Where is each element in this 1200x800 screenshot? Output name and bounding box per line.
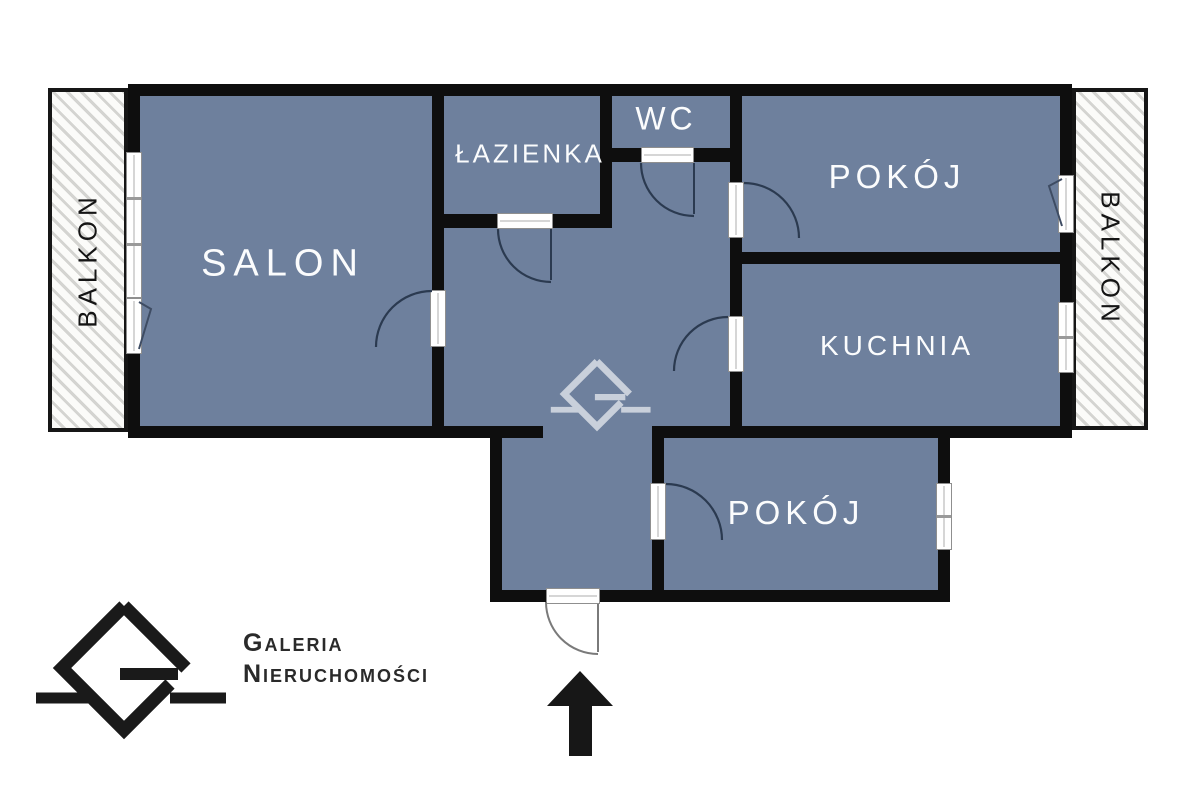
- door-room-bottom-opening: [650, 483, 666, 540]
- room-label-salon: SALON: [201, 242, 365, 285]
- room-label-kitchen: KUCHNIA: [819, 330, 975, 361]
- balcony-right-label: BALKON: [1095, 191, 1126, 327]
- window-mullion: [127, 243, 141, 246]
- window-mullion: [127, 197, 141, 200]
- window-kitchen: [1058, 302, 1074, 373]
- door-wc-opening: [641, 147, 694, 163]
- wall-top: [128, 84, 1072, 96]
- wall-bathroom-wc-divider: [600, 96, 612, 228]
- brand-line1: Galeria: [243, 629, 344, 657]
- wall-salon-right: [432, 96, 444, 426]
- entrance-arrow-icon: [547, 671, 613, 756]
- balcony-door-left-frame: [126, 298, 142, 354]
- balcony-door-right-frame: [1058, 175, 1074, 233]
- door-bathroom-opening: [497, 213, 553, 229]
- room-label-room-top: POKÓJ: [828, 158, 966, 195]
- brand-line2: Nieruchomości: [243, 660, 430, 688]
- balcony-left-label: BALKON: [72, 192, 103, 328]
- brand-logo-mark: [36, 606, 226, 730]
- wall-hall-right: [730, 96, 742, 426]
- window-room-bottom: [936, 483, 952, 550]
- balcony-left: BALKON: [48, 88, 128, 432]
- entrance-door-opening: [546, 588, 600, 604]
- window-salon-balcony: [126, 152, 142, 298]
- wall-bottom-main-left: [128, 426, 543, 438]
- window-mullion: [937, 515, 951, 518]
- wall-room-kitchen-divider: [742, 252, 1060, 264]
- room-label-room-bottom: POKÓJ: [727, 494, 865, 531]
- room-label-wc: WC: [635, 100, 697, 137]
- balcony-right: BALKON: [1072, 88, 1148, 430]
- brand-text: Galeria Nieruchomości: [243, 628, 429, 690]
- window-mullion: [1059, 336, 1073, 339]
- door-room-top-opening: [728, 182, 744, 238]
- door-kitchen-opening: [728, 316, 744, 372]
- wall-vestibule-left: [490, 426, 502, 602]
- floor-lower-block: [502, 426, 938, 590]
- wall-bottom-main-right: [652, 426, 1072, 438]
- door-salon-opening: [430, 290, 446, 347]
- wall-bottom-lower: [490, 590, 950, 602]
- wall-right-exterior: [1060, 96, 1072, 430]
- room-label-bathroom: ŁAZIENKA: [455, 138, 605, 169]
- door-arc-entrance: [545, 601, 599, 655]
